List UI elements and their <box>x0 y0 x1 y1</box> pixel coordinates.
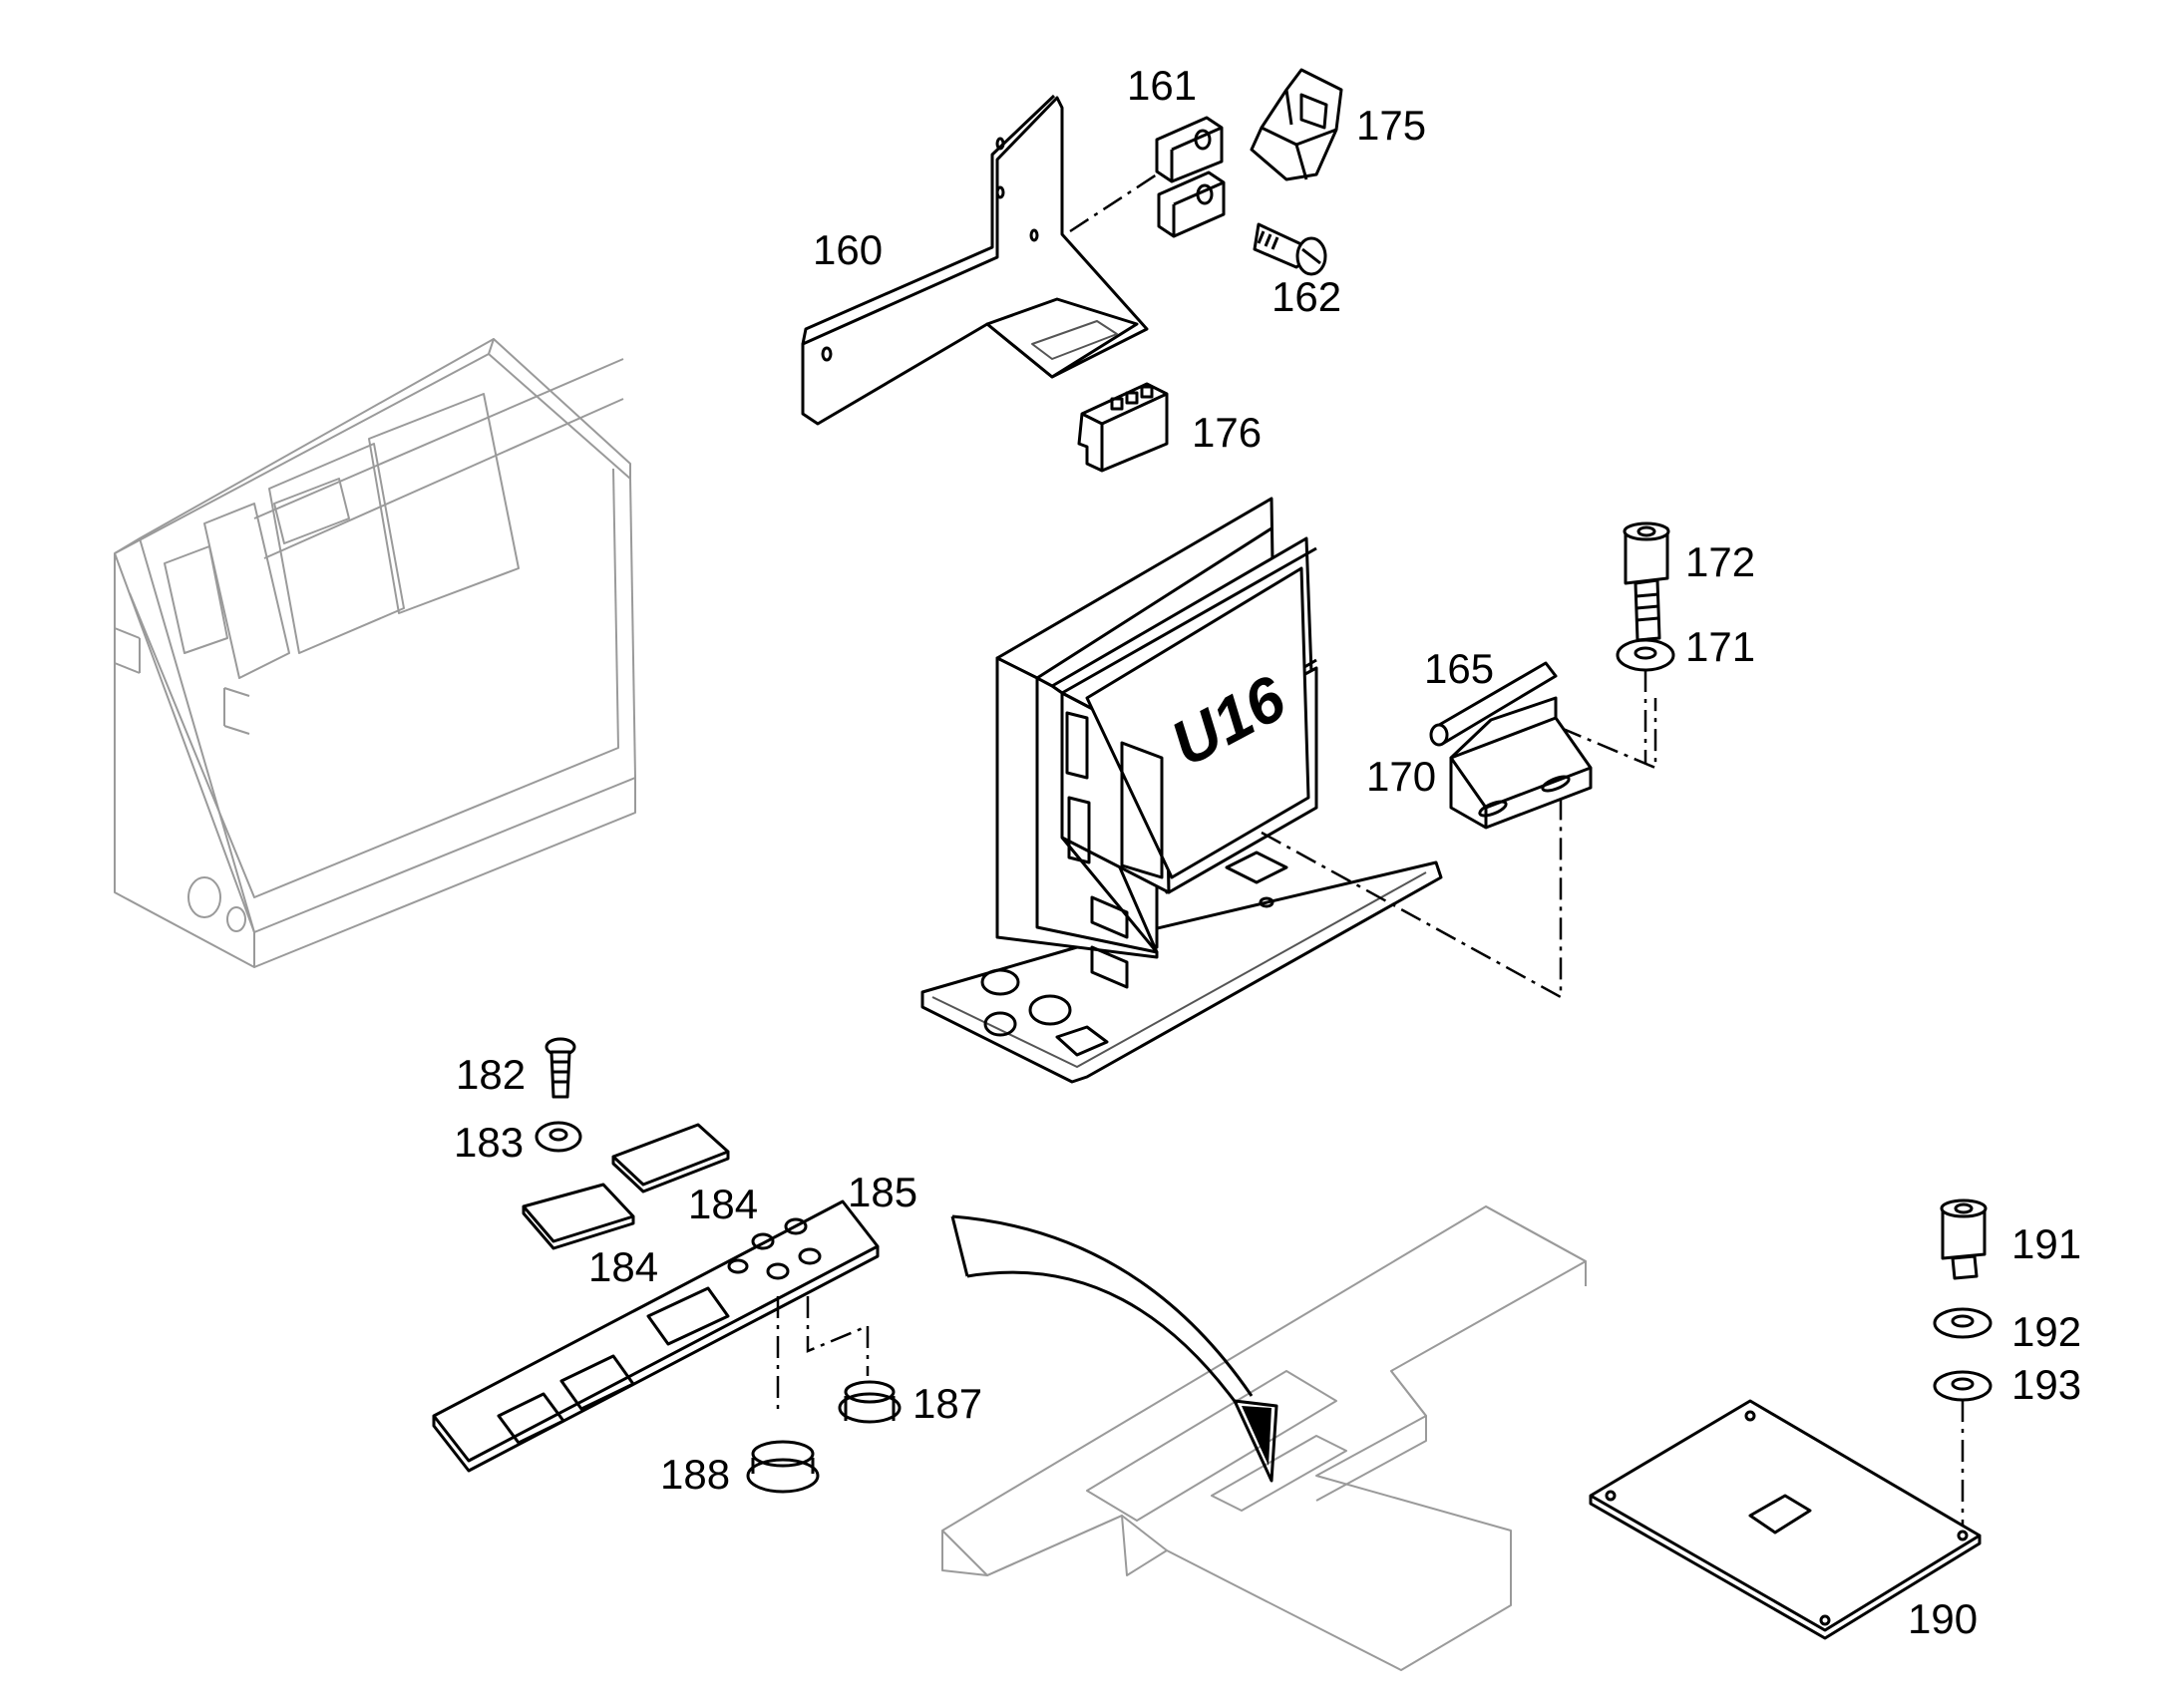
callout-185: 185 <box>848 1169 917 1215</box>
plate-185 <box>432 1199 880 1473</box>
washer-192 <box>1933 1307 1993 1339</box>
mount-base <box>941 1205 1587 1671</box>
u16-assembly: U16 <box>920 497 1657 1084</box>
callouts: 160 161 175 162 176 172 171 165 170 182 … <box>454 62 2081 1642</box>
callout-193: 193 <box>2011 1361 2081 1408</box>
callout-165: 165 <box>1424 645 1494 692</box>
callout-188: 188 <box>660 1451 730 1498</box>
screw-191 <box>1940 1198 1988 1280</box>
bracket-170 <box>1449 696 1593 830</box>
callout-170: 170 <box>1366 753 1436 800</box>
latch-175 <box>1250 68 1343 181</box>
cover-184 <box>522 1123 730 1250</box>
washer-171 <box>1616 638 1675 672</box>
callout-184-upper: 184 <box>688 1181 758 1227</box>
callout-172: 172 <box>1685 538 1755 585</box>
callout-182: 182 <box>456 1051 526 1098</box>
callout-187: 187 <box>912 1380 982 1427</box>
clamp-161 <box>1155 116 1226 238</box>
plate-190 <box>1589 1399 1982 1640</box>
screw-162 <box>1253 222 1327 276</box>
rod-165 <box>1429 661 1558 747</box>
screw-172 <box>1623 521 1670 642</box>
grommet-187 <box>838 1380 902 1424</box>
callout-176: 176 <box>1192 409 1262 456</box>
washer-183 <box>535 1121 582 1153</box>
washer-193 <box>1933 1370 1993 1402</box>
callout-192: 192 <box>2011 1308 2081 1355</box>
cabinet-housing <box>114 338 636 968</box>
callout-171: 171 <box>1685 623 1755 670</box>
callout-184-lower: 184 <box>588 1243 658 1290</box>
callout-161: 161 <box>1127 62 1197 109</box>
screw-182 <box>545 1037 576 1099</box>
callout-191: 191 <box>2011 1220 2081 1267</box>
install-arrow <box>950 1214 1278 1483</box>
callout-190: 190 <box>1908 1595 1978 1642</box>
callout-162: 162 <box>1272 273 1341 320</box>
callout-160: 160 <box>813 226 883 273</box>
callout-183: 183 <box>454 1119 524 1166</box>
callout-175: 175 <box>1356 102 1426 149</box>
connector-176 <box>1077 382 1169 473</box>
bracket-160 <box>801 94 1158 426</box>
grommet-188 <box>746 1440 820 1494</box>
